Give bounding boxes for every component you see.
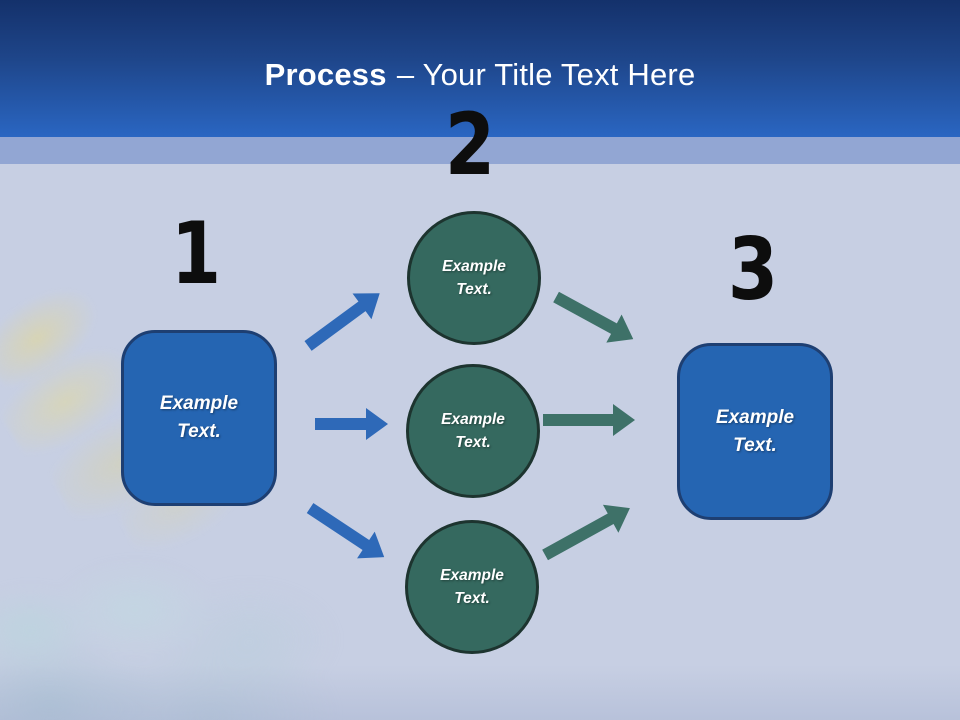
circle-text-line: Example — [440, 567, 504, 584]
process-step2-circle-top[interactable]: Example Text. — [407, 211, 541, 345]
arrow-shape — [306, 502, 385, 559]
process-step2-circle-bottom[interactable]: Example Text. — [405, 520, 539, 654]
step-number-2[interactable]: 2 — [444, 95, 496, 195]
title-emphasis: Process — [264, 57, 387, 92]
process-step3-box[interactable]: Example Text. — [677, 343, 833, 520]
circle-text-line: Example — [442, 258, 506, 275]
box-text-line: Example — [159, 393, 239, 414]
circle-text-line: Text. — [456, 281, 492, 298]
background-bottom-shading — [0, 665, 960, 720]
circle-text-line: Text. — [454, 590, 490, 607]
step-number-3[interactable]: 3 — [727, 220, 779, 320]
arrow-shape — [553, 291, 634, 343]
slide-title[interactable]: Process – Your Title Text Here — [0, 0, 960, 137]
background-fish-photo — [0, 270, 113, 400]
process-step2-circle-middle[interactable]: Example Text. — [406, 364, 540, 498]
arrow-shape — [315, 408, 388, 440]
background-coral-photo — [0, 545, 430, 720]
teal-arrow-right-icon[interactable] — [543, 404, 635, 436]
process-step1-box[interactable]: Example Text. — [121, 330, 277, 506]
circle-text-line: Text. — [455, 434, 491, 451]
teal-arrow-up-right-icon[interactable] — [537, 494, 637, 569]
blue-arrow-right-icon[interactable] — [315, 408, 388, 440]
accent-band — [0, 137, 960, 164]
arrow-shape — [543, 404, 635, 436]
arrow-shape — [542, 504, 630, 561]
circle-text-line: Example — [441, 411, 505, 428]
box-text-line: Text. — [733, 434, 777, 456]
teal-arrow-down-right-icon[interactable] — [548, 283, 641, 353]
step-number-1[interactable]: 1 — [170, 204, 222, 304]
title-bar — [0, 0, 960, 137]
title-text: – Your Title Text Here — [396, 57, 696, 92]
arrow-shape — [304, 293, 380, 351]
box-text-line: Text. — [177, 421, 221, 442]
box-text-line: Example — [715, 406, 795, 428]
blue-arrow-up-right-icon[interactable] — [299, 280, 390, 358]
blue-arrow-down-right-icon[interactable] — [301, 495, 393, 571]
